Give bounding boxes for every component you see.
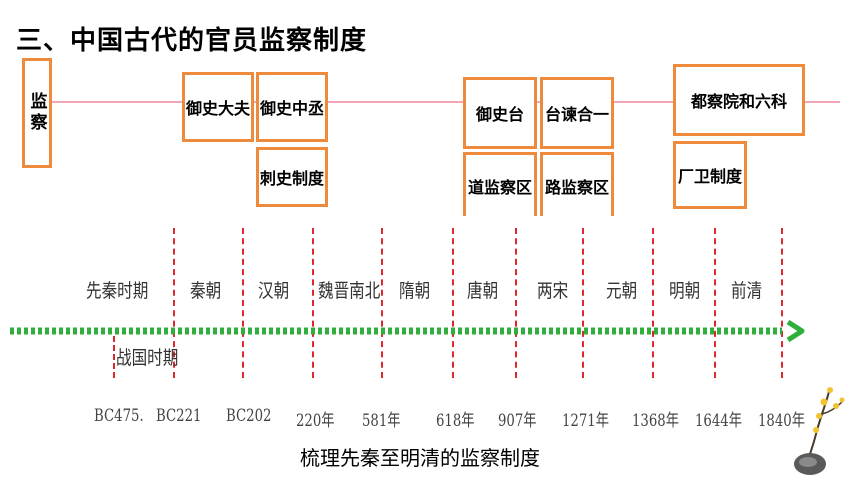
- institution-line: [50, 101, 840, 103]
- divider-220: [312, 228, 314, 378]
- year-1840: 1840年: [758, 411, 806, 431]
- era-han: 汉朝: [258, 280, 290, 302]
- year-bc202: BC202: [226, 406, 272, 426]
- year-581: 581年: [362, 411, 401, 431]
- era-sui: 隋朝: [399, 280, 431, 302]
- divider-1271: [582, 228, 584, 378]
- divider-1368: [652, 228, 654, 378]
- plum-blossom-decoration-icon: [794, 387, 845, 475]
- divider-bc475: [113, 336, 115, 378]
- era-qing: 前清: [731, 280, 763, 302]
- divider-581: [381, 228, 383, 378]
- era-warring-states: 战国时期: [116, 347, 179, 369]
- page-title: 三、中国古代的官员监察制度: [16, 26, 368, 56]
- divider-bc221: [173, 228, 175, 378]
- year-618: 618年: [436, 411, 475, 431]
- year-1368: 1368年: [632, 411, 680, 431]
- box-yushi-dafu: 御史大夫: [182, 72, 254, 142]
- box-lujian-chaqu: 路监察区: [540, 152, 614, 216]
- era-song: 两宋: [537, 280, 569, 302]
- year-1644: 1644年: [695, 411, 743, 431]
- era-pre-qin: 先秦时期: [86, 280, 149, 302]
- supervision-label-box: 监察: [22, 58, 52, 168]
- year-1271: 1271年: [562, 411, 610, 431]
- era-tang: 唐朝: [467, 280, 499, 302]
- year-bc475: BC475.: [94, 406, 144, 426]
- box-yushi-tai: 御史台: [463, 77, 537, 149]
- year-907: 907年: [498, 411, 537, 431]
- era-weijin: 魏晋南北: [318, 280, 381, 302]
- timeline-arrow: [10, 320, 805, 342]
- era-yuan: 元朝: [606, 280, 638, 302]
- year-220: 220年: [296, 411, 335, 431]
- divider-907: [515, 228, 517, 378]
- box-daojian-chaqu: 道监察区: [463, 152, 537, 216]
- box-taijian-heyi: 台谏合一: [540, 77, 614, 149]
- divider-bc202: [242, 228, 244, 378]
- divider-1840: [781, 228, 783, 378]
- divider-1644: [714, 228, 716, 378]
- era-ming: 明朝: [669, 280, 701, 302]
- box-ducha-yuan: 都察院和六科: [673, 64, 805, 136]
- year-bc221: BC221: [156, 406, 202, 426]
- box-changwei-zhidu: 厂卫制度: [673, 141, 747, 209]
- box-cishi-zhidu: 刺史制度: [256, 147, 328, 207]
- caption: 梳理先秦至明清的监察制度: [300, 446, 540, 470]
- era-qin: 秦朝: [190, 280, 222, 302]
- divider-618: [452, 228, 454, 378]
- box-yushi-zhongcheng: 御史中丞: [256, 72, 328, 142]
